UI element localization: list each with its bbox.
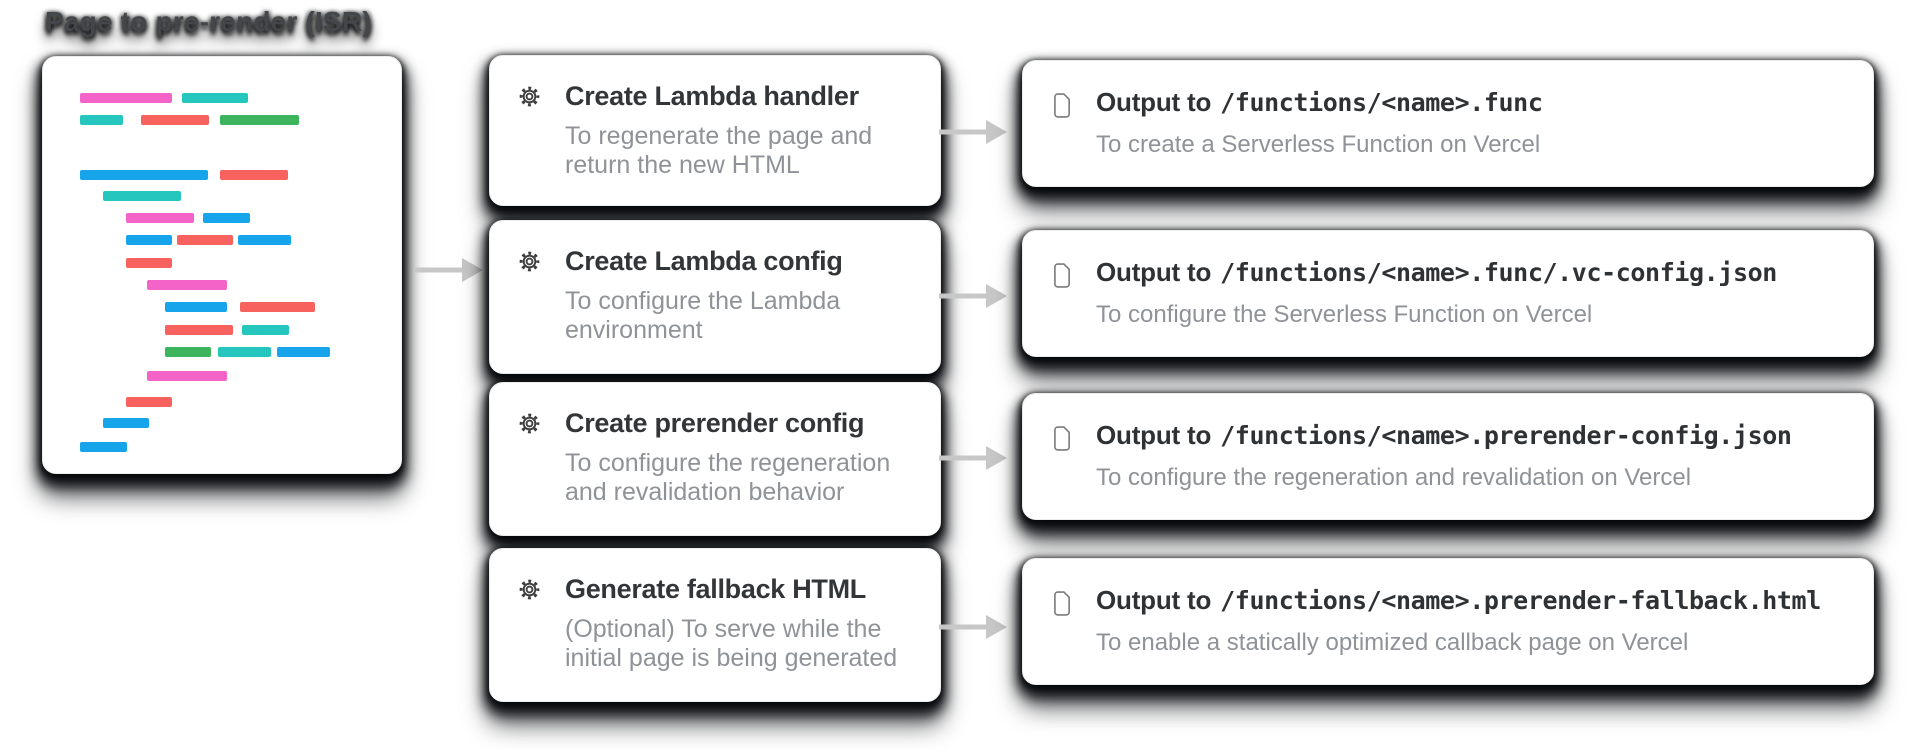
arrow-step4-to-output4 [939, 615, 1007, 639]
gear-icon [516, 410, 543, 442]
code-bar [240, 302, 315, 312]
step-description: To regenerate the page and return the ne… [565, 122, 873, 180]
code-bar [165, 347, 211, 357]
code-bar [242, 325, 289, 335]
file-icon [1053, 93, 1072, 123]
output-path: /functions/<name>.prerender-config.json [1220, 421, 1792, 450]
output-description: To create a Serverless Function on Verce… [1096, 131, 1541, 158]
output-path: /functions/<name>.func [1220, 88, 1543, 117]
file-icon [1053, 426, 1072, 456]
code-bar [203, 213, 250, 223]
code-bar [182, 93, 248, 103]
code-bar [126, 397, 172, 407]
code-bar [126, 235, 172, 245]
code-bar [80, 442, 127, 452]
output-prefix: Output to [1096, 257, 1212, 287]
step-description: To configure the Lambda environment [565, 287, 841, 345]
output-description: To configure the Serverless Function on … [1096, 301, 1593, 328]
code-bar [165, 325, 233, 335]
output-path: /functions/<name>.prerender-fallback.htm… [1220, 586, 1821, 615]
file-icon [1053, 263, 1072, 293]
output-description: To configure the regeneration and revali… [1096, 464, 1692, 491]
output-card-prerender-fallback: Output to /functions/<name>.prerender-fa… [1022, 558, 1874, 685]
code-bar [220, 115, 299, 125]
step-title: Create Lambda config [565, 246, 843, 276]
output-description: To enable a statically optimized callbac… [1096, 629, 1689, 656]
output-prefix: Output to [1096, 420, 1212, 450]
output-card-prerender-config: Output to /functions/<name>.prerender-co… [1022, 393, 1874, 520]
code-bar [147, 280, 227, 290]
code-bar [165, 302, 227, 312]
code-bar [238, 235, 291, 245]
code-bar [103, 191, 181, 201]
code-snippet-card [42, 56, 402, 474]
code-bar [80, 93, 172, 103]
arrow-step3-to-output3 [939, 446, 1007, 470]
step-card-lambda-config: Create Lambda config To configure the La… [489, 220, 941, 374]
step-title: Create Lambda handler [565, 81, 859, 111]
step-card-prerender-config: Create prerender config To configure the… [489, 382, 941, 536]
step-title: Create prerender config [565, 408, 865, 438]
arrow-step2-to-output2 [939, 284, 1007, 308]
output-path: /functions/<name>.func/.vc-config.json [1220, 258, 1777, 287]
output-card-vc-config: Output to /functions/<name>.func/.vc-con… [1022, 230, 1874, 357]
code-lines [43, 57, 401, 473]
step-description: (Optional) To serve while the initial pa… [565, 615, 898, 673]
step-description: To configure the regeneration and revali… [565, 449, 891, 507]
code-bar [80, 115, 123, 125]
diagram-title: Page to pre-render (ISR) [45, 6, 372, 37]
code-bar [126, 258, 172, 268]
output-prefix: Output to [1096, 87, 1212, 117]
gear-icon [516, 248, 543, 280]
gear-icon [516, 576, 543, 608]
file-icon [1053, 591, 1072, 621]
output-prefix: Output to [1096, 585, 1212, 615]
output-card-func: Output to /functions/<name>.func To crea… [1022, 60, 1874, 187]
code-bar [103, 418, 149, 428]
arrow-step1-to-output1 [939, 120, 1007, 144]
gear-icon [516, 83, 543, 115]
step-card-fallback-html: Generate fallback HTML (Optional) To ser… [489, 548, 941, 702]
code-bar [126, 213, 194, 223]
code-bar [80, 170, 208, 180]
step-card-lambda-handler: Create Lambda handler To regenerate the … [489, 55, 941, 206]
code-bar [220, 170, 288, 180]
code-bar [177, 235, 233, 245]
code-bar [277, 347, 330, 357]
code-bar [141, 115, 209, 125]
arrow-code-to-steps [415, 258, 483, 282]
step-title: Generate fallback HTML [565, 574, 866, 604]
code-bar [218, 347, 271, 357]
code-bar [147, 371, 227, 381]
